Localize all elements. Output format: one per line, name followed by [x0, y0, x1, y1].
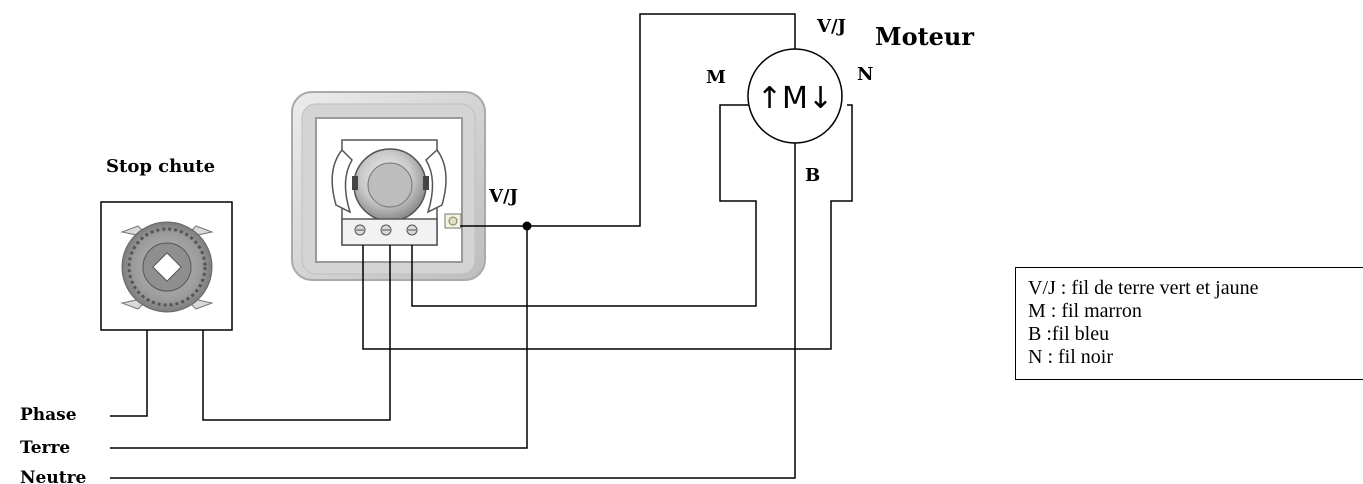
switch-mechanism — [331, 139, 462, 246]
wire-vj-ground — [460, 13, 796, 227]
phase-label: Phase — [20, 405, 77, 425]
stop-chute-device — [100, 201, 233, 331]
b-label: B — [805, 165, 820, 186]
terre-label: Terre — [20, 438, 70, 458]
legend-box: V/J : fil de terre vert et jaune M : fil… — [1015, 267, 1363, 380]
stop-chute-label: Stop chute — [106, 156, 215, 177]
wire-stop-to-switch — [202, 245, 391, 421]
wire-b-neutral — [110, 143, 796, 479]
legend-item-b: B :fil bleu — [1028, 323, 1110, 345]
inverter-switch — [291, 91, 486, 281]
legend-item-m: M : fil marron — [1028, 300, 1142, 322]
n-label: N — [857, 64, 873, 85]
legend-item-vj: V/J : fil de terre vert et jaune — [1028, 277, 1259, 299]
moteur-label: Moteur — [875, 22, 974, 51]
vj-motor-label: V/J — [816, 16, 846, 37]
wire-n-black — [362, 104, 853, 350]
motor-symbol-label: ↑M↓ — [757, 81, 833, 116]
wires — [110, 13, 853, 479]
m-label: M — [706, 67, 726, 88]
wire-m-brown — [411, 104, 757, 307]
neutre-label: Neutre — [20, 468, 87, 484]
wire-terre — [110, 226, 528, 449]
stop-chute-mechanism-icon — [120, 221, 214, 313]
legend-item-n: N : fil noir — [1028, 346, 1113, 368]
junction-dot — [522, 221, 532, 231]
vj-switch-label: V/J — [488, 186, 518, 207]
wire-phase-in — [110, 330, 148, 417]
